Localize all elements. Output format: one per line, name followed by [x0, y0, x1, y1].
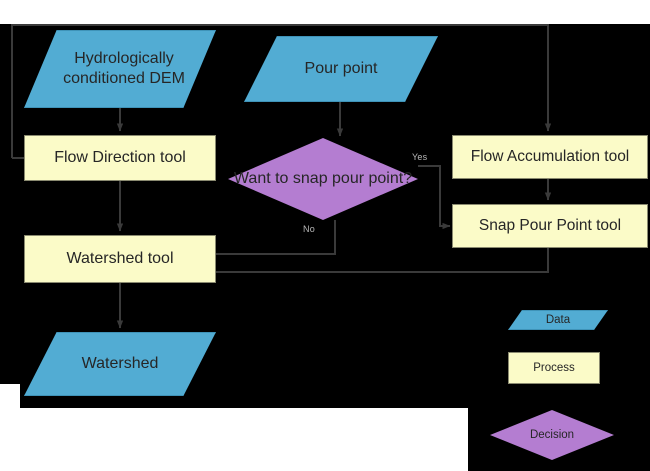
data-shape: [244, 36, 438, 102]
node-label: Hydrologically conditioned DEM: [63, 49, 185, 87]
node-label: Watershed: [81, 354, 159, 372]
legend-label: Data: [545, 313, 571, 326]
node-hydrologically-conditioned-dem[interactable]: Hydrologically conditioned DEM: [24, 30, 216, 108]
legend-item-process: Process: [508, 352, 600, 384]
node-flow-accumulation-tool[interactable]: Flow Accumulation tool: [452, 135, 648, 179]
legend-item-data: Data: [508, 310, 608, 330]
backdrop-left-strip: [0, 24, 20, 384]
legend-label: Decision: [529, 428, 575, 441]
node-watershed-tool[interactable]: Watershed tool: [24, 235, 216, 283]
node-watershed[interactable]: Watershed: [24, 332, 216, 396]
backdrop-top-margin: [0, 0, 650, 24]
node-pour-point[interactable]: Pour point: [244, 36, 438, 102]
data-shape: [24, 30, 216, 108]
node-label: Want to snap pour point?: [233, 170, 413, 188]
edge-label-yes: Yes: [412, 152, 428, 162]
legend-item-decision: Decision: [490, 410, 614, 460]
node-flow-direction-tool[interactable]: Flow Direction tool: [24, 135, 216, 181]
edge-dem-to-flowaccumulation: [11, 24, 552, 158]
edge-label-no: No: [303, 224, 315, 234]
node-decision-want-to-snap[interactable]: Want to snap pour point?: [228, 138, 418, 220]
node-snap-pour-point-tool[interactable]: Snap Pour Point tool: [452, 204, 648, 248]
edge-decision-yes-to-snap: [418, 165, 451, 230]
node-label: Pour point: [304, 59, 378, 77]
backdrop-white-notch: [0, 408, 468, 471]
